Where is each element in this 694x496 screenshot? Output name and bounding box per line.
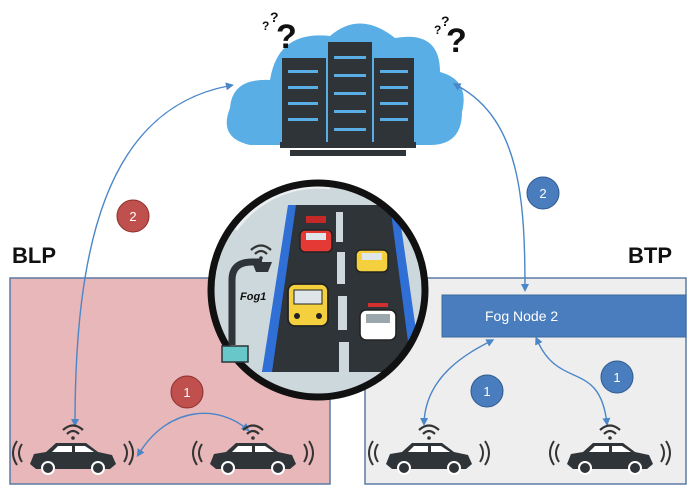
svg-text:1: 1 <box>483 384 490 399</box>
fog-node-2-bar <box>441 294 687 338</box>
road-icon <box>262 205 422 376</box>
blp-region-label: BLP <box>12 243 56 268</box>
street-light-icon: Fog1 <box>221 244 273 363</box>
svg-text:2: 2 <box>539 186 546 201</box>
arrow-cloud-to-fog-node <box>452 83 529 292</box>
svg-text:?: ? <box>446 22 467 60</box>
badge-left-lower: 1 <box>170 375 204 409</box>
fog-node-2-label: Fog Node 2 <box>485 308 558 324</box>
badge-left-upper: 2 <box>116 199 150 233</box>
arrow-fog-to-car-left <box>420 339 495 426</box>
yellow-taxi-icon <box>355 232 389 273</box>
arrow-cloud-to-left-car <box>71 82 234 427</box>
school-bus-icon <box>287 265 329 327</box>
svg-text:?: ? <box>441 13 450 29</box>
svg-text:2: 2 <box>129 209 136 224</box>
svg-text:?: ? <box>434 23 441 37</box>
server-rack-icon <box>280 42 416 156</box>
magnifier-icon <box>207 179 429 401</box>
badge-right-upper: 2 <box>526 176 560 210</box>
red-car-icon <box>299 216 333 253</box>
svg-text:?: ? <box>276 18 297 56</box>
svg-text:?: ? <box>270 9 279 25</box>
svg-text:1: 1 <box>183 385 190 400</box>
police-car-icon <box>359 303 397 341</box>
badge-right-lower-left: 1 <box>470 374 504 408</box>
btp-region-label: BTP <box>628 243 672 268</box>
svg-text:1: 1 <box>613 370 620 385</box>
fog1-label: Fog1 <box>240 291 266 303</box>
arrow-fog-to-car-right <box>535 336 611 426</box>
badge-right-lower-right: 1 <box>600 360 634 394</box>
arrow-car-to-car <box>136 412 250 458</box>
question-marks-icon: ? ? ? ? ? ? <box>262 9 467 60</box>
svg-text:?: ? <box>262 19 269 33</box>
